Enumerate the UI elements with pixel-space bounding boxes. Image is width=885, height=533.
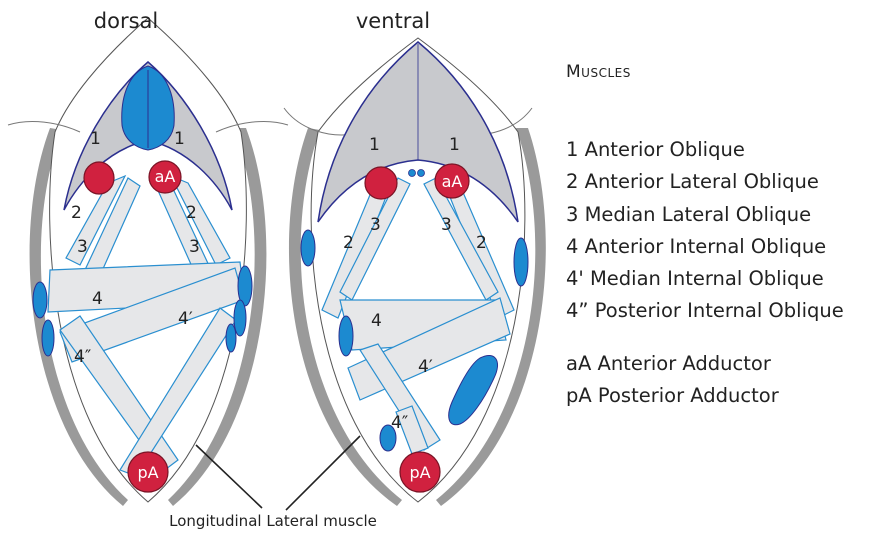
ventral-small-blue-right (418, 170, 425, 177)
ventral-small-blue-left (409, 170, 416, 177)
ventral-blue-left-upper (301, 230, 315, 266)
dorsal-label-2-left: 2 (71, 203, 82, 223)
legend-item-anterior-oblique: 1 Anterior Oblique (566, 134, 884, 166)
dorsal-label-4: 4 (92, 289, 103, 309)
ventral-label-1-right: 1 (449, 135, 460, 155)
legend-spacer (566, 328, 884, 348)
ventral-label-4-double-prime: 4″ (391, 413, 408, 433)
ventral-caption-leader (286, 436, 360, 510)
legend-item-median-lateral-oblique: 3 Median Lateral Oblique (566, 199, 884, 231)
dorsal-label-3-right: 3 (189, 237, 200, 257)
legend: Muscles 1 Anterior Oblique 2 Anterior La… (566, 62, 884, 412)
dorsal-label-pA: pA (137, 463, 158, 482)
dorsal-label-4-prime: 4′ (178, 309, 193, 329)
legend-item-posterior-adductor: pA Posterior Adductor (566, 380, 884, 412)
legend-item-median-internal-oblique: 4' Median Internal Oblique (566, 263, 884, 295)
ventral-title: ventral (356, 9, 430, 33)
dorsal-blue-right-3 (226, 324, 236, 352)
dorsal-label-1-right: 1 (174, 129, 185, 149)
ventral-blue-left-mid (339, 316, 353, 356)
ventral-label-2-right: 2 (476, 233, 487, 253)
legend-item-anterior-adductor: aA Anterior Adductor (566, 348, 884, 380)
dorsal-caption-leader (196, 445, 262, 508)
legend-title: Muscles (566, 62, 884, 82)
legend-item-anterior-internal-oblique: 4 Anterior Internal Oblique (566, 231, 884, 263)
dorsal-aA-left (84, 162, 114, 194)
ventral-label-4-prime: 4′ (418, 357, 433, 377)
ventral-label-3-left: 3 (370, 215, 381, 235)
dorsal-label-2-right: 2 (186, 203, 197, 223)
dorsal-label-1-left: 1 (90, 129, 101, 149)
legend-item-posterior-internal-oblique: 4” Posterior Internal Oblique (566, 295, 884, 327)
dorsal-blue-right-2 (234, 300, 246, 336)
dorsal-label-3-left: 3 (77, 237, 88, 257)
dorsal-label-aA: aA (155, 167, 176, 186)
longitudinal-lateral-muscle-caption: Longitudinal Lateral muscle (169, 512, 377, 530)
ventral-view: ventral 1 1 2 2 3 3 4 4′ 4″ aA pA (284, 9, 546, 510)
ventral-label-aA: aA (442, 172, 463, 191)
ventral-label-pA: pA (409, 463, 430, 482)
ventral-aA-left (365, 167, 397, 199)
ventral-label-3-right: 3 (441, 215, 452, 235)
dorsal-title: dorsal (94, 9, 158, 33)
dorsal-blue-left-1 (33, 282, 47, 318)
legend-item-anterior-lateral-oblique: 2 Anterior Lateral Oblique (566, 166, 884, 198)
dorsal-label-4-double-prime: 4″ (74, 347, 91, 367)
dorsal-view: dorsal 1 1 2 2 3 3 4 4′ 4″ aA pA (8, 9, 288, 508)
ventral-label-2-left: 2 (343, 233, 354, 253)
dorsal-blue-left-2 (42, 320, 54, 356)
ventral-label-4: 4 (371, 311, 382, 331)
ventral-blue-right-upper (514, 238, 528, 286)
ventral-label-1-left: 1 (369, 135, 380, 155)
